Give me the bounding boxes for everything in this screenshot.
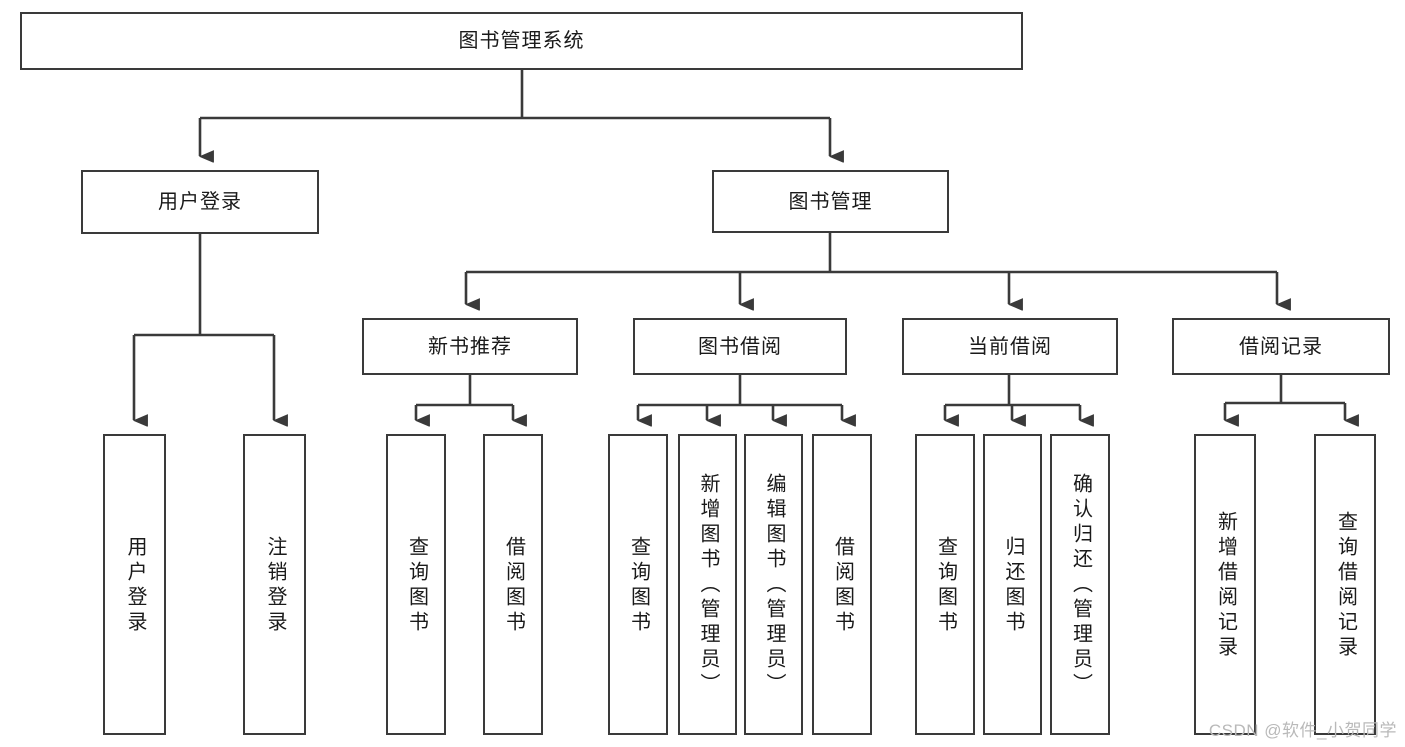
node-leaf-edit-book-label: 编辑图书（管理员） (763, 473, 785, 698)
node-leaf-user-logout-label: 注销登录 (264, 535, 286, 636)
leaf-inner: 编辑图书（管理员） (746, 436, 801, 733)
node-leaf-user-login[interactable]: 用户登录 (103, 434, 166, 735)
node-book-manage[interactable]: 图书管理 (712, 170, 949, 233)
node-leaf-confirm-return-label: 确认归还（管理员） (1069, 473, 1092, 698)
node-leaf-borrow-book-1-label: 借阅图书 (502, 535, 525, 636)
node-leaf-return-book[interactable]: 归还图书 (983, 434, 1042, 735)
node-root[interactable]: 图书管理系统 (20, 12, 1023, 70)
leaf-inner: 归还图书 (985, 436, 1040, 733)
node-leaf-query-book-1[interactable]: 查询图书 (386, 434, 446, 735)
leaf-inner: 查询图书 (917, 436, 973, 733)
node-current-borrow[interactable]: 当前借阅 (902, 318, 1118, 375)
node-leaf-query-book-2[interactable]: 查询图书 (608, 434, 668, 735)
node-borrow-record-label: 借阅记录 (1239, 335, 1323, 358)
leaf-inner: 查询借阅记录 (1316, 436, 1374, 733)
node-leaf-borrow-book-2-label: 借阅图书 (831, 535, 854, 636)
node-new-book-recommend[interactable]: 新书推荐 (362, 318, 578, 375)
node-leaf-user-login-label: 用户登录 (124, 535, 146, 636)
node-leaf-add-record-label: 新增借阅记录 (1214, 510, 1237, 661)
node-leaf-confirm-return[interactable]: 确认归还（管理员） (1050, 434, 1110, 735)
leaf-inner: 用户登录 (105, 436, 164, 733)
node-leaf-return-book-label: 归还图书 (1002, 535, 1024, 636)
leaf-inner: 查询图书 (610, 436, 666, 733)
leaf-inner: 借阅图书 (814, 436, 870, 733)
node-new-book-recommend-label: 新书推荐 (428, 335, 512, 358)
leaf-inner: 借阅图书 (485, 436, 541, 733)
node-leaf-query-record[interactable]: 查询借阅记录 (1314, 434, 1376, 735)
node-current-borrow-label: 当前借阅 (968, 335, 1052, 358)
node-leaf-add-record[interactable]: 新增借阅记录 (1194, 434, 1256, 735)
node-user-login-label: 用户登录 (158, 191, 242, 213)
node-book-borrow[interactable]: 图书借阅 (633, 318, 847, 375)
node-book-borrow-label: 图书借阅 (698, 335, 782, 358)
leaf-inner: 新增图书（管理员） (680, 436, 735, 733)
leaf-inner: 新增借阅记录 (1196, 436, 1254, 733)
node-leaf-add-book[interactable]: 新增图书（管理员） (678, 434, 737, 735)
leaf-inner: 查询图书 (388, 436, 444, 733)
node-leaf-query-book-3-label: 查询图书 (934, 535, 957, 636)
node-leaf-query-record-label: 查询借阅记录 (1334, 510, 1357, 661)
node-book-manage-label: 图书管理 (788, 190, 873, 213)
node-leaf-user-logout[interactable]: 注销登录 (243, 434, 306, 735)
node-leaf-add-book-label: 新增图书（管理员） (697, 473, 719, 698)
node-leaf-borrow-book-1[interactable]: 借阅图书 (483, 434, 543, 735)
node-leaf-borrow-book-2[interactable]: 借阅图书 (812, 434, 872, 735)
node-leaf-query-book-1-label: 查询图书 (405, 535, 428, 636)
node-root-label: 图书管理系统 (458, 30, 585, 52)
leaf-inner: 确认归还（管理员） (1052, 436, 1108, 733)
watermark-text: CSDN @软件_小贺同学 (1208, 721, 1397, 740)
node-leaf-query-book-2-label: 查询图书 (627, 535, 650, 636)
node-user-login[interactable]: 用户登录 (81, 170, 319, 234)
node-leaf-edit-book[interactable]: 编辑图书（管理员） (744, 434, 803, 735)
node-leaf-query-book-3[interactable]: 查询图书 (915, 434, 975, 735)
leaf-inner: 注销登录 (245, 436, 304, 733)
node-borrow-record[interactable]: 借阅记录 (1172, 318, 1390, 375)
